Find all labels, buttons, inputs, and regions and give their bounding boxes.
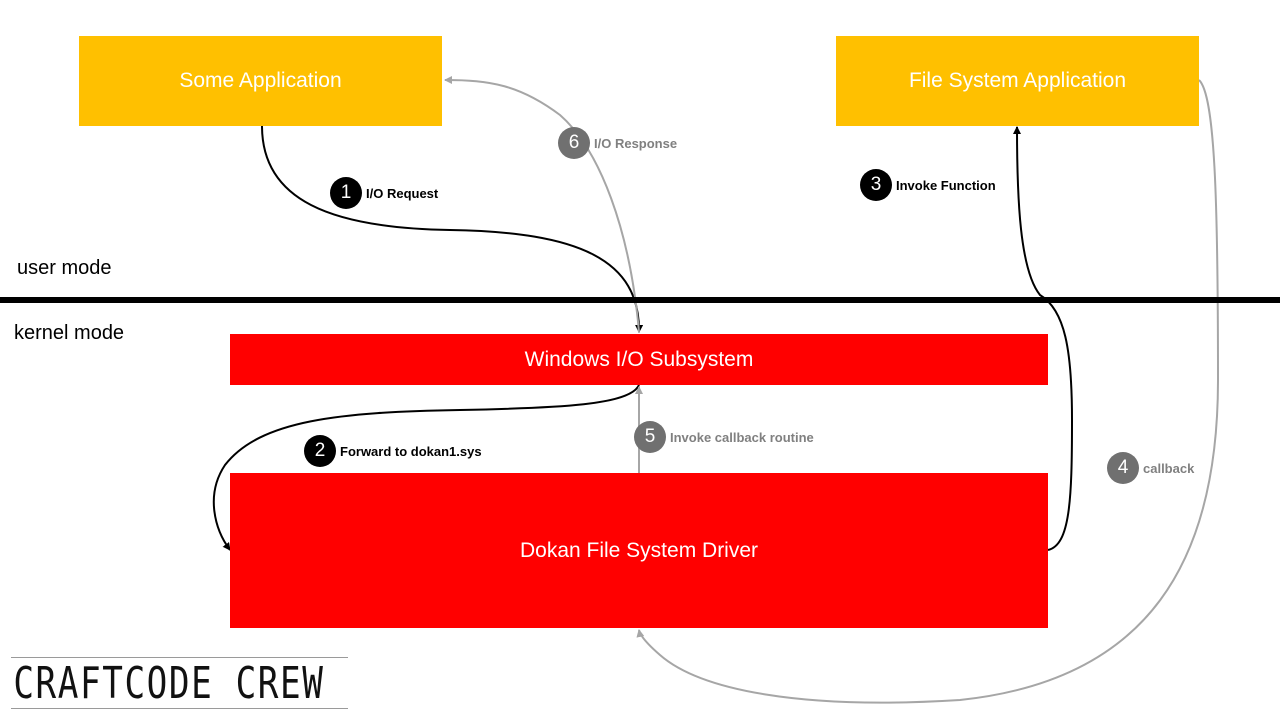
file-system-application-label: File System Application	[908, 69, 1127, 92]
dokan-driver-label: Dokan File System Driver	[519, 538, 759, 562]
some-application-box: Some Application	[79, 36, 442, 126]
step-label: Forward to dokan1.sys	[340, 443, 482, 459]
logo-text: CRAFTCODE CREW	[13, 657, 325, 709]
step-number: 2	[304, 435, 336, 467]
step-3: 3 Invoke Function	[860, 169, 996, 201]
arrow-invoke-function	[1013, 126, 1074, 551]
user-mode-label: user mode	[17, 257, 112, 279]
step-1: 1 I/O Request	[330, 177, 438, 209]
step-number: 6	[558, 127, 590, 159]
arrow-io-request	[261, 125, 644, 333]
step-number: 3	[860, 169, 892, 201]
step-label: I/O Request	[366, 185, 439, 201]
craftcode-crew-logo: CRAFTCODE CREW	[11, 657, 348, 709]
arrow-forward	[212, 384, 640, 551]
kernel-mode-label: kernel mode	[14, 322, 125, 344]
step-number: 5	[634, 421, 666, 453]
step-label: Invoke Function	[896, 177, 996, 193]
step-label: Invoke callback routine	[670, 429, 814, 445]
some-application-label: Some Application	[179, 69, 342, 92]
windows-io-subsystem-box: Windows I/O Subsystem	[230, 334, 1048, 385]
mode-divider	[0, 297, 1280, 303]
windows-io-subsystem-label: Windows I/O Subsystem	[524, 347, 754, 371]
arrow-io-response	[444, 76, 640, 333]
step-number: 4	[1107, 452, 1139, 484]
step-5: 5 Invoke callback routine	[634, 421, 814, 453]
step-number: 1	[330, 177, 362, 209]
step-label: I/O Response	[594, 135, 678, 151]
step-6: 6 I/O Response	[558, 127, 677, 159]
file-system-application-box: File System Application	[836, 36, 1199, 126]
step-label: callback	[1143, 460, 1195, 476]
dokan-driver-box: Dokan File System Driver	[230, 473, 1048, 628]
step-2: 2 Forward to dokan1.sys	[304, 435, 482, 467]
arrow-callback	[636, 79, 1220, 704]
step-4: 4 callback	[1107, 452, 1194, 484]
